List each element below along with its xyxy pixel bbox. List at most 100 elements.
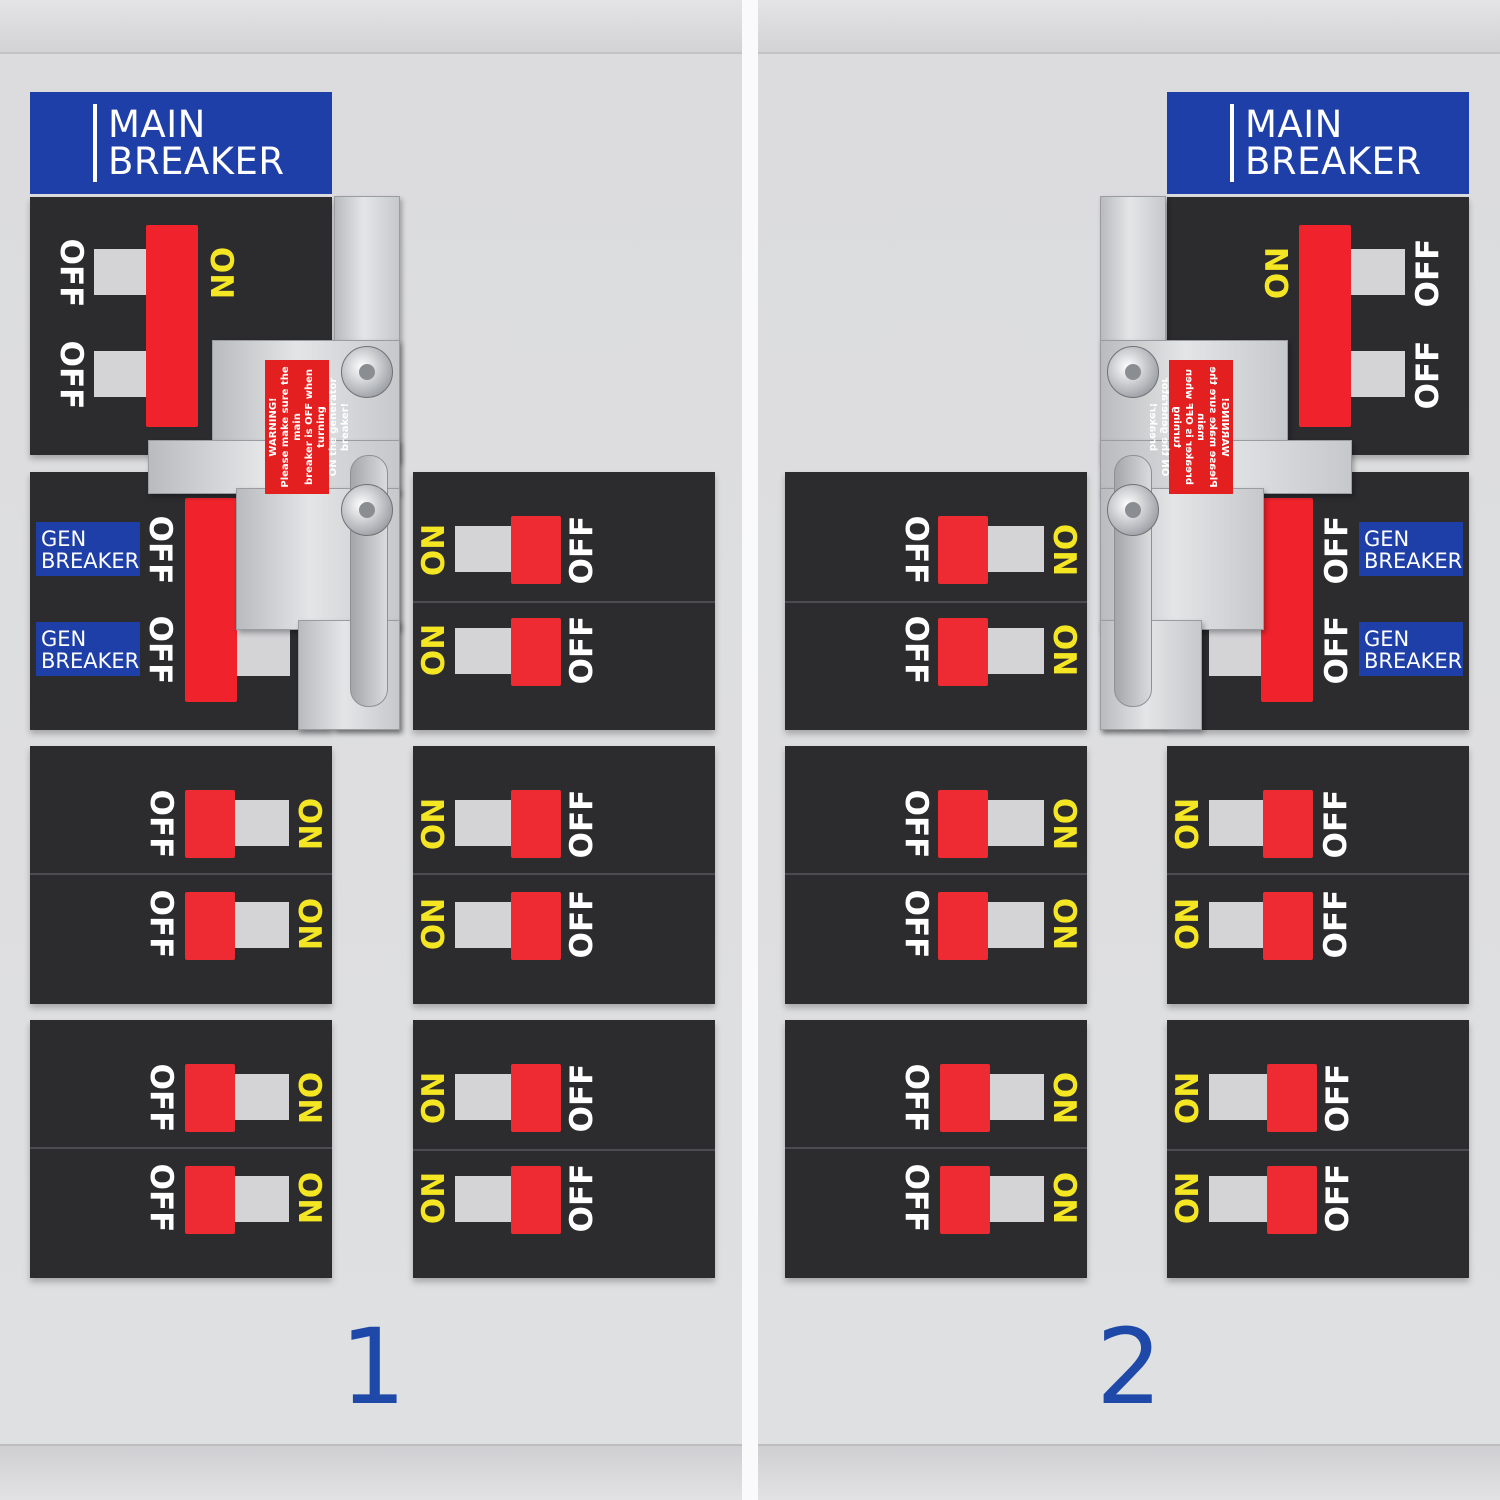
breaker-pair[interactable]: ON ON OFF OFF xyxy=(413,746,715,1004)
off-label: OFF xyxy=(898,789,934,859)
off-label: OFF xyxy=(142,515,178,585)
breaker-handle[interactable] xyxy=(938,892,988,960)
on-label: ON xyxy=(291,897,327,951)
off-label: OFF xyxy=(143,789,179,859)
screw-icon xyxy=(1107,346,1159,398)
off-label: OFF xyxy=(142,615,178,685)
breaker-handle[interactable] xyxy=(511,1166,561,1234)
breaker-handle[interactable] xyxy=(938,516,988,584)
on-label: ON xyxy=(291,797,327,851)
off-label: OFF xyxy=(898,889,934,959)
panel-top-trim xyxy=(758,0,1500,54)
off-label: OFF xyxy=(564,889,600,959)
off-label: OFF xyxy=(53,340,89,410)
on-label: ON xyxy=(1046,897,1082,951)
panel-number: 2 xyxy=(1096,1306,1163,1428)
on-label: ON xyxy=(291,1071,327,1125)
breaker-handle[interactable] xyxy=(185,1064,235,1132)
main-breaker-label: MAIN BREAKER xyxy=(30,92,332,194)
breaker-pair[interactable]: OFF OFF ON ON xyxy=(785,472,1087,730)
off-label: OFF xyxy=(1318,789,1354,859)
off-label: OFF xyxy=(564,789,600,859)
main-breaker-handle[interactable] xyxy=(146,225,198,427)
off-label: OFF xyxy=(1318,889,1354,959)
on-label: ON xyxy=(1046,623,1082,677)
breaker-handle[interactable] xyxy=(511,618,561,686)
divider xyxy=(742,0,758,1500)
screw-icon xyxy=(1107,484,1159,536)
generator-breaker-handle[interactable] xyxy=(185,498,237,702)
breaker-handle[interactable] xyxy=(185,790,235,858)
main-label-line-2: BREAKER xyxy=(1245,140,1422,183)
on-label: ON xyxy=(1046,1071,1082,1125)
on-label: ON xyxy=(1170,1171,1206,1225)
panel-bottom-trim xyxy=(758,1444,1500,1500)
off-label: OFF xyxy=(898,1163,934,1233)
breaker-pair[interactable]: OFF OFF ON ON xyxy=(30,746,332,1004)
off-label: OFF xyxy=(1319,515,1355,585)
on-label: ON xyxy=(1170,1071,1206,1125)
breaker-handle[interactable] xyxy=(511,892,561,960)
off-label: OFF xyxy=(1410,238,1446,308)
on-label: ON xyxy=(203,246,239,300)
breaker-pair[interactable]: OFF OFF ON ON xyxy=(785,746,1087,1004)
main-breaker[interactable]: OFF OFF ON xyxy=(30,197,332,455)
panel-top-trim xyxy=(0,0,742,54)
main-label-line-1: MAIN xyxy=(1245,103,1343,146)
breaker-pair[interactable]: OFF OFF ON ON xyxy=(30,1020,332,1278)
off-label: OFF xyxy=(564,1163,600,1233)
main-breaker-handle[interactable] xyxy=(1299,225,1351,427)
breaker-pair[interactable]: ON ON OFF OFF xyxy=(413,472,715,730)
main-label-line-1: MAIN xyxy=(108,103,206,146)
breaker-pair[interactable]: ON ON OFF OFF xyxy=(413,1020,715,1278)
screw-icon xyxy=(341,346,393,398)
breaker-handle[interactable] xyxy=(938,618,988,686)
off-label: OFF xyxy=(564,1063,600,1133)
breaker-pair[interactable]: ON ON OFF OFF xyxy=(1167,1020,1469,1278)
main-breaker-label: MAIN BREAKER xyxy=(1167,92,1469,194)
off-label: OFF xyxy=(564,615,600,685)
off-label: OFF xyxy=(1410,340,1446,410)
off-label: OFF xyxy=(898,615,934,685)
generator-breaker-handle[interactable] xyxy=(1261,498,1313,702)
on-label: ON xyxy=(416,797,452,851)
warning-sticker: WARNING! Please make sure the main break… xyxy=(265,360,351,494)
breaker-handle[interactable] xyxy=(1263,892,1313,960)
breaker-handle[interactable] xyxy=(185,1166,235,1234)
on-label: ON xyxy=(1046,1171,1082,1225)
on-label: ON xyxy=(416,1071,452,1125)
breaker-handle[interactable] xyxy=(940,1064,990,1132)
breaker-pair[interactable]: OFF OFF ON ON xyxy=(785,1020,1087,1278)
off-label: OFF xyxy=(1320,1163,1356,1233)
breaker-handle[interactable] xyxy=(1267,1064,1317,1132)
main-label-line-2: BREAKER xyxy=(108,140,285,183)
breaker-handle[interactable] xyxy=(511,516,561,584)
screw-icon xyxy=(341,484,393,536)
breaker-handle[interactable] xyxy=(938,790,988,858)
on-label: ON xyxy=(416,897,452,951)
breaker-handle[interactable] xyxy=(1267,1166,1317,1234)
off-label: OFF xyxy=(53,238,89,308)
on-label: ON xyxy=(1170,897,1206,951)
off-label: OFF xyxy=(143,889,179,959)
panel-bottom-trim xyxy=(0,1444,742,1500)
off-label: OFF xyxy=(1320,1063,1356,1133)
panel-number: 1 xyxy=(340,1306,407,1428)
breaker-handle[interactable] xyxy=(511,1064,561,1132)
on-label: ON xyxy=(416,1171,452,1225)
breaker-handle[interactable] xyxy=(1263,790,1313,858)
off-label: OFF xyxy=(143,1163,179,1233)
breaker-pair[interactable]: ON ON OFF OFF xyxy=(1167,746,1469,1004)
breaker-handle[interactable] xyxy=(185,892,235,960)
on-label: ON xyxy=(1170,797,1206,851)
breaker-handle[interactable] xyxy=(511,790,561,858)
breaker-handle[interactable] xyxy=(940,1166,990,1234)
on-label: ON xyxy=(416,523,452,577)
